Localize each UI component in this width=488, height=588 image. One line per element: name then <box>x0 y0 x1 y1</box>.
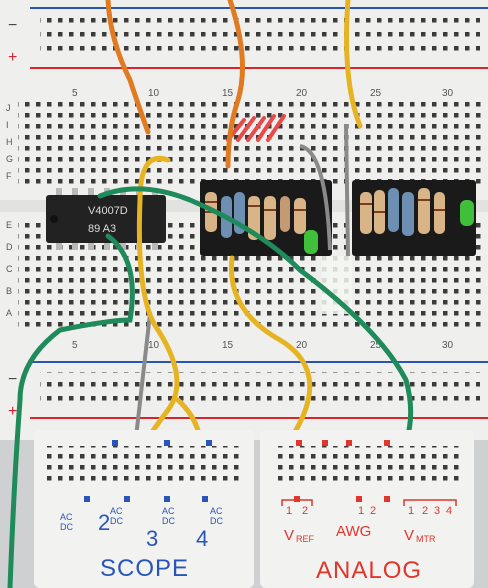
scope-ch4-label: 4 <box>196 526 208 551</box>
vref-label: V <box>284 527 294 544</box>
red-header-pins <box>226 114 286 142</box>
vmtr-label: V <box>404 527 414 544</box>
scope-ch2-label: 2 <box>98 510 110 535</box>
row-letter: C <box>6 264 13 274</box>
col-number: 20 <box>296 88 308 99</box>
scope-ac-label: AC <box>210 506 223 516</box>
col-number: 30 <box>442 88 454 99</box>
row-letter: I <box>6 120 9 130</box>
row-letter: J <box>6 103 11 113</box>
col-number: 10 <box>148 340 160 351</box>
scope-ch3-label: 3 <box>146 526 158 551</box>
col-number: 30 <box>442 340 454 351</box>
vref-pin-1: 1 <box>286 505 292 517</box>
chip-label-line1: V4007D <box>88 205 128 217</box>
rail-plus-label: + <box>8 403 17 420</box>
col-number: 20 <box>296 340 308 351</box>
scope-label: SCOPE <box>100 555 189 582</box>
column-numbers-top: 5 10 15 20 25 30 <box>72 88 454 99</box>
row-letter: G <box>6 154 13 164</box>
scope-dc-label: DC <box>162 516 175 526</box>
vref-sub: REF <box>296 534 315 544</box>
row-letter: E <box>6 220 12 230</box>
vmtr-pin-2: 2 <box>422 505 428 517</box>
io-holes-right <box>272 446 462 486</box>
row-letters-top: J I H G F <box>6 103 13 181</box>
led-green-right <box>460 200 474 226</box>
rail-minus-label: − <box>8 17 17 34</box>
top-power-rail: − + <box>8 7 488 69</box>
resistors-right <box>360 188 445 236</box>
ic-chip: V4007D 89 A3 <box>46 188 166 250</box>
led-clear <box>322 256 352 314</box>
vmtr-pin-4: 4 <box>446 505 452 517</box>
scope-dc-label: DC <box>60 522 73 532</box>
scope-dc-label: DC <box>210 516 223 526</box>
awg-pin-1: 1 <box>358 505 364 517</box>
col-number: 5 <box>72 340 78 351</box>
vmtr-pin-1: 1 <box>408 505 414 517</box>
io-holes-left <box>46 446 242 486</box>
col-number: 10 <box>148 88 160 99</box>
row-letters-bottom: E D C B A <box>6 220 13 318</box>
column-numbers-bottom: 5 10 15 20 25 30 <box>72 340 454 351</box>
analog-label: ANALOG <box>316 557 422 584</box>
rail-plus-label: + <box>8 49 17 66</box>
vref-pin-2: 2 <box>302 505 308 517</box>
col-number: 5 <box>72 88 78 99</box>
scope-dc-label: DC <box>110 516 123 526</box>
col-number: 15 <box>222 340 234 351</box>
row-letter: A <box>6 308 12 318</box>
row-letter: H <box>6 137 13 147</box>
io-board: 2 3 4 AC DC AC DC AC DC AC DC SCOPE 1 2 … <box>34 430 474 588</box>
row-letter: D <box>6 242 13 252</box>
col-number: 25 <box>370 340 382 351</box>
led-green-left <box>304 230 318 254</box>
terminal-holes-top <box>18 100 483 188</box>
wire-orange <box>105 0 245 169</box>
awg-label: AWG <box>336 523 371 540</box>
vmtr-sub: MTR <box>416 534 436 544</box>
scope-ac-label: AC <box>60 512 73 522</box>
awg-pin-2: 2 <box>370 505 376 517</box>
row-letter: F <box>6 171 12 181</box>
rail-minus-label: − <box>8 371 17 388</box>
col-number: 25 <box>370 88 382 99</box>
scope-ac-label: AC <box>110 506 123 516</box>
row-letter: B <box>6 286 12 296</box>
scope-ac-label: AC <box>162 506 175 516</box>
chip-label-line2: 89 A3 <box>88 223 116 235</box>
vmtr-pin-3: 3 <box>434 505 440 517</box>
col-number: 15 <box>222 88 234 99</box>
